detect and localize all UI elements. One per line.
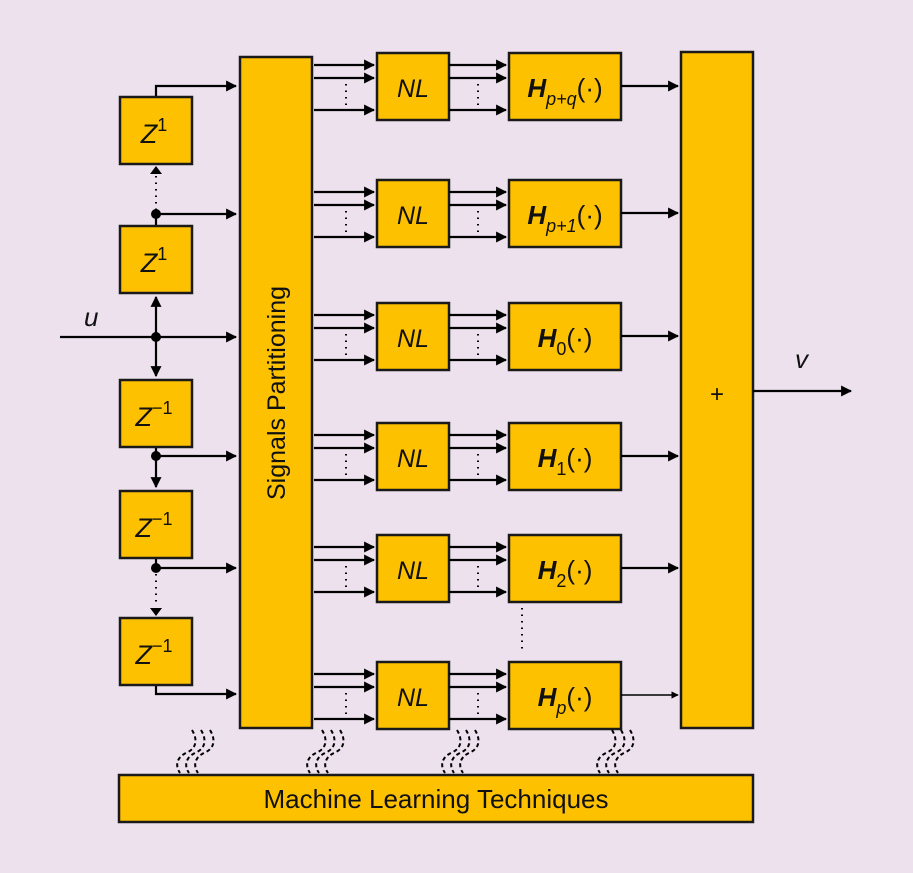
h-filter-block xyxy=(507,533,623,604)
input-signal: u xyxy=(60,302,238,343)
arrowhead xyxy=(150,166,162,174)
sum-label: + xyxy=(710,381,724,408)
branch-row: NL Hp+q(·) xyxy=(314,51,680,122)
delay-block: Z−1 xyxy=(118,616,194,687)
wavy-link xyxy=(306,729,345,774)
ml-techniques-block: Machine Learning Techniques xyxy=(117,773,755,824)
delay-block: Z−1 xyxy=(118,378,194,449)
nl-block xyxy=(375,178,451,249)
wire xyxy=(154,80,238,97)
dashed-curve xyxy=(194,729,215,774)
delay-chain-wires xyxy=(150,80,238,700)
branch-row: NL H0(·) xyxy=(314,301,680,372)
nl-label: NL xyxy=(397,557,429,585)
wavy-link xyxy=(176,729,215,774)
dashed-curve xyxy=(605,729,626,774)
h-filter-block xyxy=(507,51,623,122)
h-filter-block xyxy=(507,421,623,492)
nl-label: NL xyxy=(397,202,429,230)
branch-row: NL Hp(·) xyxy=(314,660,679,731)
signals-partitioning-label: Signals Partitioning xyxy=(263,286,291,500)
nl-label: NL xyxy=(397,75,429,103)
h-filter-block xyxy=(507,301,623,372)
nl-block xyxy=(375,660,451,731)
delay-block: Z1 xyxy=(118,224,194,295)
h-filter-label: Hp+1(·) xyxy=(527,200,602,236)
signals-partitioning-block: Signals Partitioning xyxy=(238,55,314,730)
dashed-curve xyxy=(459,729,480,774)
delay-label: Z1 xyxy=(140,244,168,278)
arrowhead xyxy=(150,608,162,616)
h-filter-block xyxy=(507,178,623,249)
dashed-curve xyxy=(185,729,206,774)
delay-label: Z−1 xyxy=(134,636,172,670)
delay-label: Z1 xyxy=(140,115,168,149)
delay-label: Z−1 xyxy=(134,509,172,543)
nl-block xyxy=(375,533,451,604)
dashed-curve xyxy=(176,729,197,774)
input-label: u xyxy=(84,302,98,332)
h-filter-block xyxy=(507,660,623,731)
dashed-curve xyxy=(306,729,327,774)
h-filter-label: H2(·) xyxy=(538,555,593,591)
ml-feedback-links xyxy=(176,729,635,774)
branch-row: NL H2(·) xyxy=(314,533,680,604)
h-filter-label: Hp+q(·) xyxy=(527,73,602,109)
h-filter-label: H1(·) xyxy=(538,443,593,479)
nl-block xyxy=(375,421,451,492)
wavy-link xyxy=(441,729,480,774)
delay-block: Z−1 xyxy=(118,489,194,560)
delay-label: Z−1 xyxy=(134,398,172,432)
branch-row: NL H1(·) xyxy=(314,421,680,492)
nl-label: NL xyxy=(397,684,429,712)
branch-row: NL Hp+1(·) xyxy=(314,178,680,249)
wavy-link xyxy=(596,729,635,774)
nl-block xyxy=(375,301,451,372)
dashed-curve xyxy=(450,729,471,774)
dashed-curve xyxy=(596,729,617,774)
delay-block: Z1 xyxy=(118,95,194,166)
dashed-curve xyxy=(324,729,345,774)
wire xyxy=(154,686,238,700)
nl-label: NL xyxy=(397,325,429,353)
output-signal: v xyxy=(753,344,853,397)
sum-block: + xyxy=(679,50,755,730)
dashed-curve xyxy=(614,729,635,774)
nl-block xyxy=(375,51,451,122)
nl-label: NL xyxy=(397,445,429,473)
dashed-curve xyxy=(315,729,336,774)
ml-techniques-label: Machine Learning Techniques xyxy=(264,784,609,814)
dashed-curve xyxy=(441,729,462,774)
output-label: v xyxy=(795,344,810,374)
h-filter-label: H0(·) xyxy=(538,323,593,359)
h-filter-label: Hp(·) xyxy=(538,682,593,718)
